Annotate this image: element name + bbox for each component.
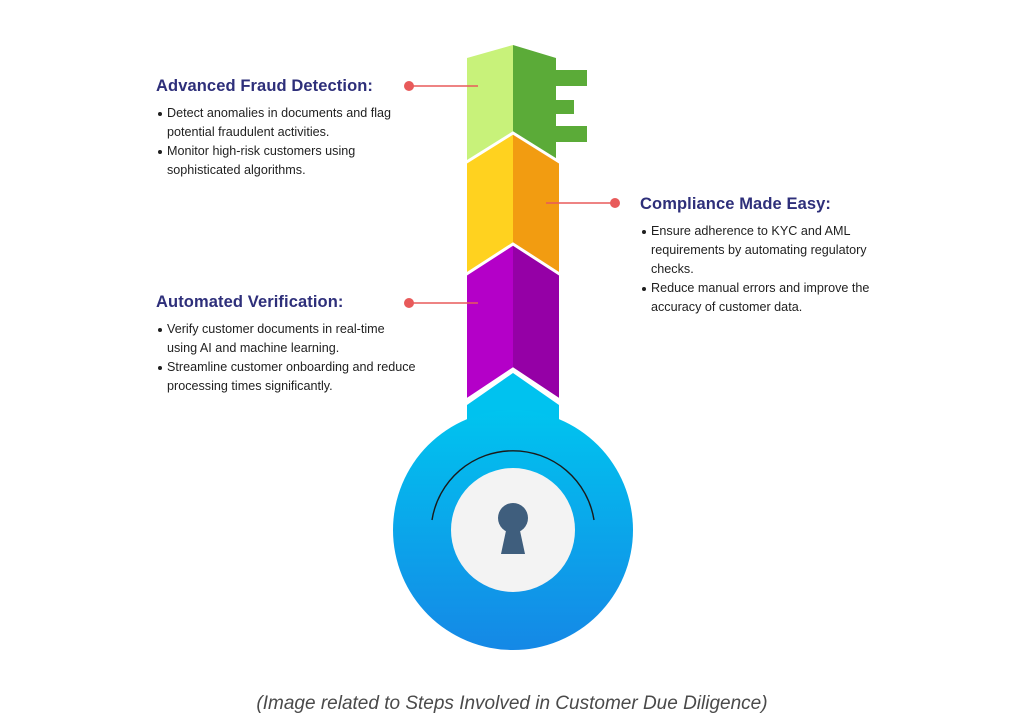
- bullet-item: Monitor high-risk customers using sophis…: [158, 142, 416, 180]
- section-automated-verification: Automated Verification: Verify customer …: [156, 293, 416, 396]
- bullet-item: Verify customer documents in real-time u…: [158, 320, 416, 358]
- bullet-list: Ensure adherence to KYC and AML requirem…: [640, 222, 885, 317]
- key-segment-green: [467, 45, 587, 162]
- segment-divider: [464, 242, 562, 277]
- connector-compliance: [546, 198, 620, 208]
- bullet-item: Streamline customer onboarding and reduc…: [158, 358, 416, 396]
- segment-divider: [464, 131, 562, 165]
- segment-divider: [464, 367, 562, 403]
- connector-fraud: [404, 81, 478, 91]
- connector-verification: [404, 298, 478, 308]
- key-ring-arc: [431, 450, 595, 521]
- bullet-list: Detect anomalies in documents and flag p…: [156, 104, 416, 180]
- section-fraud-detection: Advanced Fraud Detection: Detect anomali…: [156, 77, 416, 180]
- key-segment-purple: [467, 244, 559, 398]
- keyhole-icon: [498, 503, 528, 554]
- key-segment-orange: [467, 133, 559, 274]
- bullet-list: Verify customer documents in real-time u…: [156, 320, 416, 396]
- section-title: Compliance Made Easy:: [640, 195, 831, 213]
- bullet-item: Reduce manual errors and improve the acc…: [642, 279, 885, 317]
- image-caption: (Image related to Steps Involved in Cust…: [256, 693, 768, 714]
- section-title: Automated Verification:: [156, 293, 344, 311]
- bullet-item: Detect anomalies in documents and flag p…: [158, 104, 416, 142]
- bullet-item: Ensure adherence to KYC and AML requirem…: [642, 222, 885, 279]
- section-title: Advanced Fraud Detection:: [156, 77, 374, 95]
- section-compliance: Compliance Made Easy: Ensure adherence t…: [640, 195, 885, 317]
